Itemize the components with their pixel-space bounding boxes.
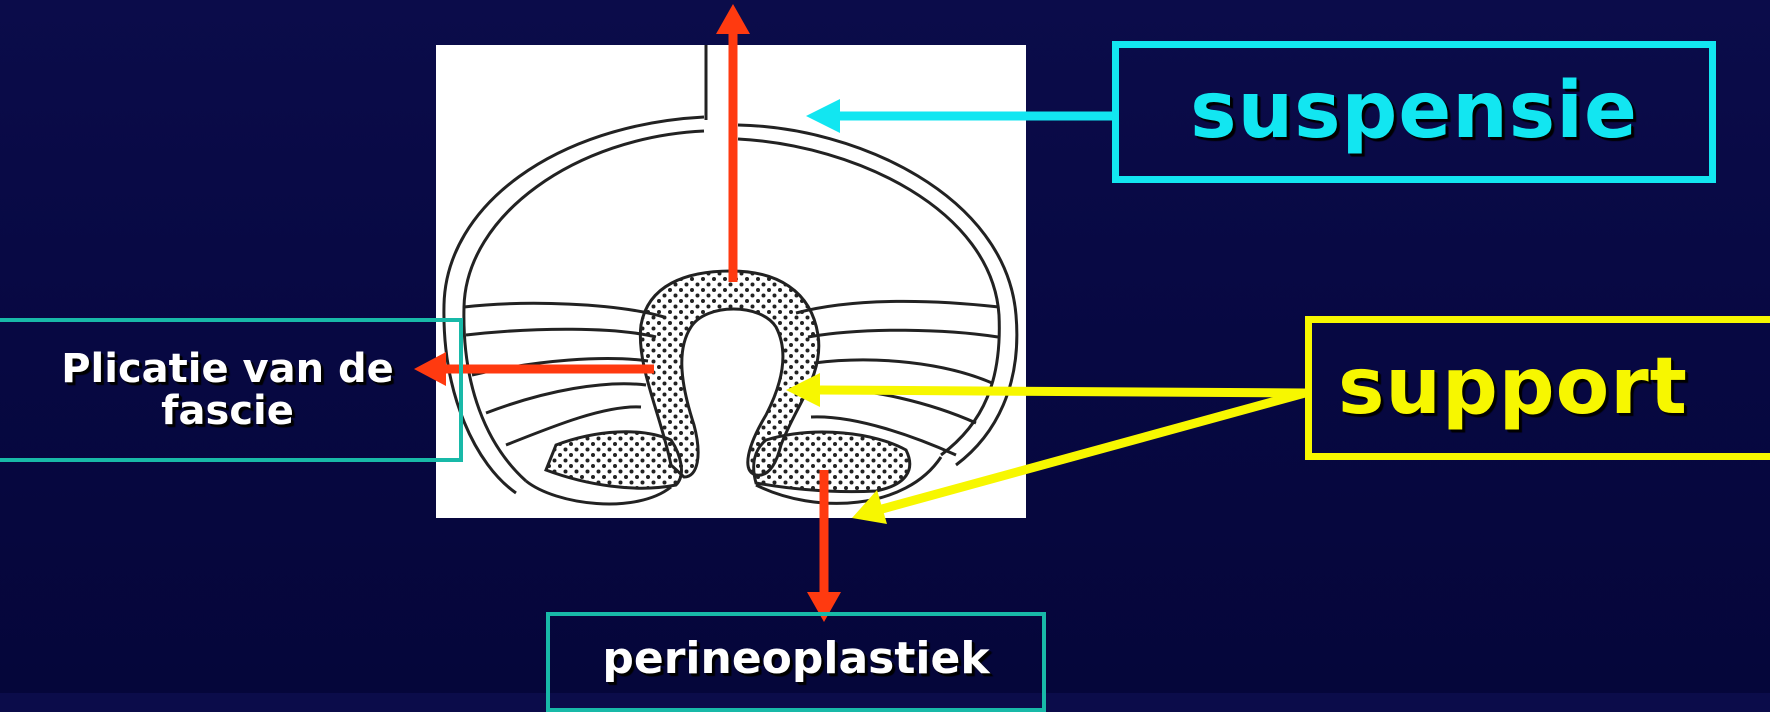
support-label: support: [1338, 347, 1688, 429]
support-label-box: support: [1305, 316, 1770, 460]
plicatie-label-line2: fascie: [161, 390, 294, 432]
pelvic-floor-drawing: [436, 45, 1026, 518]
suspensie-label: suspensie: [1190, 71, 1638, 153]
red-arrow-up-head: [716, 4, 750, 34]
perineoplastiek-label: perineoplastiek: [602, 636, 989, 682]
dotted-muscle-right: [754, 432, 910, 492]
suspensie-label-box: suspensie: [1112, 41, 1716, 183]
fascia-line: [796, 301, 999, 313]
fascia-line: [466, 329, 656, 337]
fascia-line: [814, 360, 992, 383]
pelvic-floor-illustration: [436, 45, 1026, 518]
perineoplastiek-label-box: perineoplastiek: [546, 612, 1046, 712]
fascia-line: [464, 303, 664, 317]
dotted-muscle-left: [546, 432, 681, 488]
fascia-line: [808, 330, 998, 337]
plicatie-label-box: Plicatie van de fascie: [0, 318, 463, 462]
plicatie-label-line1: Plicatie van de: [61, 348, 394, 390]
fascia-line: [472, 359, 648, 375]
